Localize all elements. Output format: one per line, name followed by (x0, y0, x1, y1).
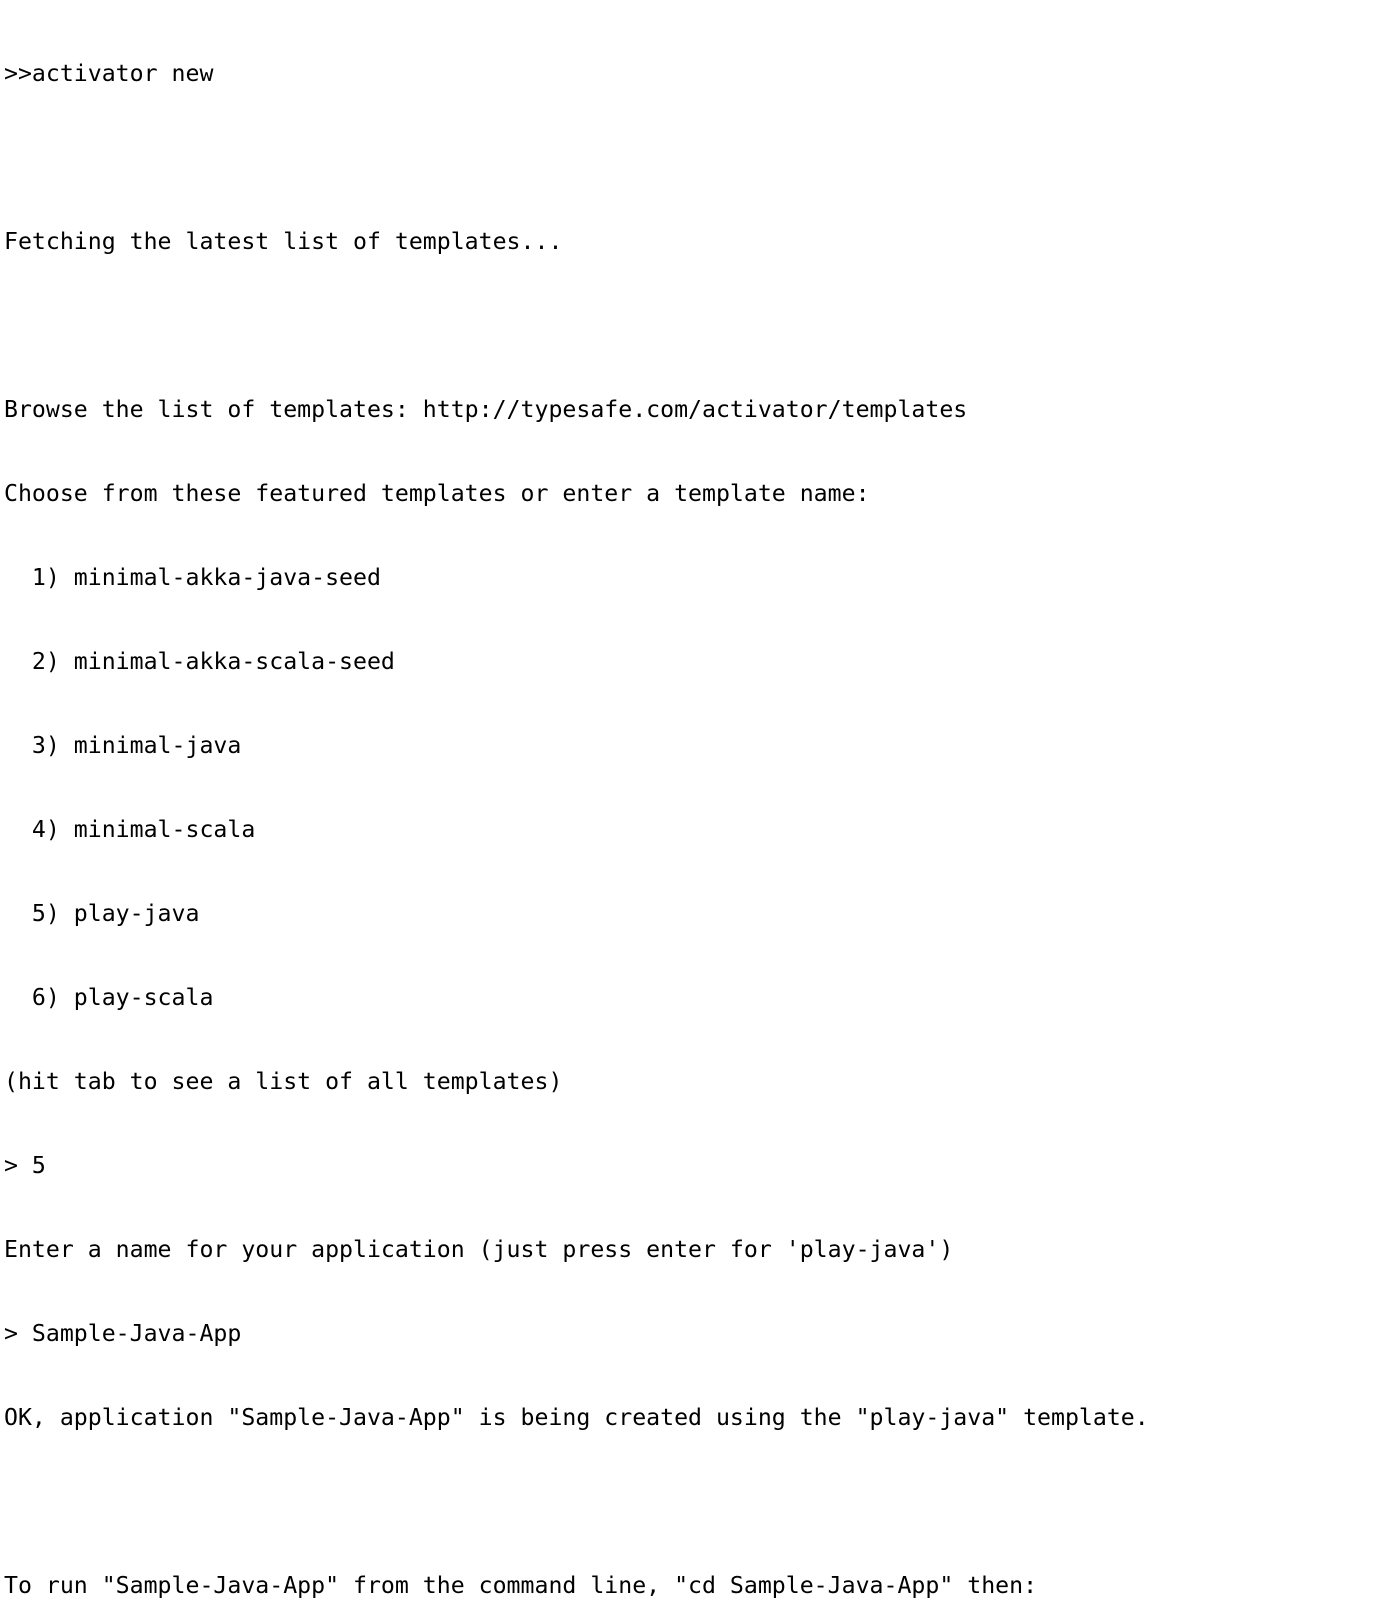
terminal-line: 4) minimal-scala (4, 816, 256, 843)
terminal-line: To run "Sample-Java-App" from the comman… (4, 1572, 1038, 1599)
terminal-line: Choose from these featured templates or … (4, 480, 870, 507)
terminal-line: 5) play-java (4, 900, 200, 927)
terminal-line: Fetching the latest list of templates... (4, 228, 563, 255)
terminal-line (4, 144, 1330, 172)
terminal-line: > Sample-Java-App (4, 1320, 242, 1347)
terminal-line: Browse the list of templates: http://typ… (4, 396, 968, 423)
terminal-line (4, 312, 1330, 340)
terminal-line (4, 1488, 1330, 1516)
terminal-line: 6) play-scala (4, 984, 214, 1011)
terminal-line: 1) minimal-akka-java-seed (4, 564, 381, 591)
terminal-output[interactable]: >>activator new Fetching the latest list… (4, 4, 1330, 1612)
terminal-line: >>activator new (4, 60, 214, 87)
terminal-line: 3) minimal-java (4, 732, 242, 759)
terminal-line: Enter a name for your application (just … (4, 1236, 954, 1263)
terminal-line: (hit tab to see a list of all templates) (4, 1068, 563, 1095)
terminal-line: 2) minimal-akka-scala-seed (4, 648, 395, 675)
terminal-line: > 5 (4, 1152, 46, 1179)
terminal-line: OK, application "Sample-Java-App" is bei… (4, 1404, 1149, 1431)
